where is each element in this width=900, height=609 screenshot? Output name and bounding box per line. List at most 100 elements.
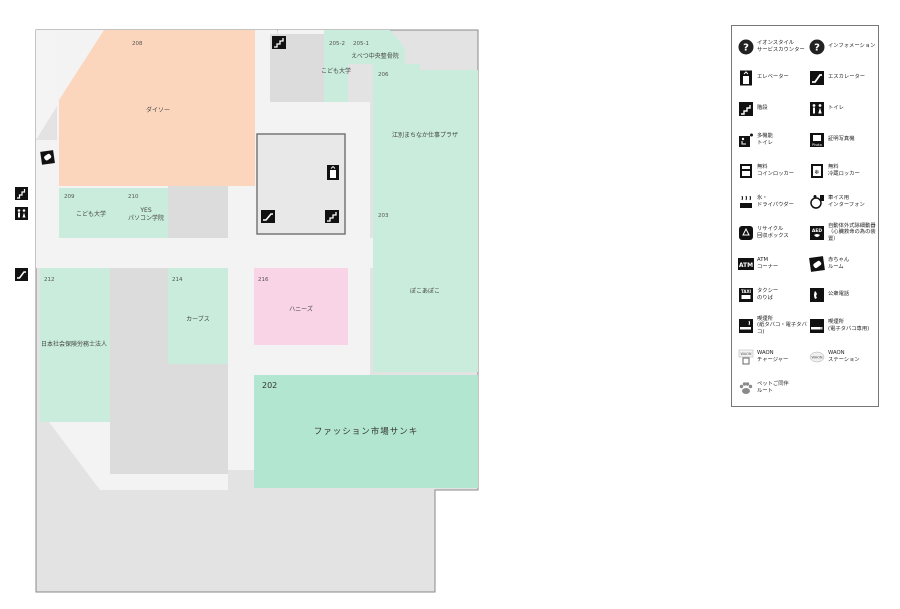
shop-number: 203 <box>378 213 389 219</box>
legend-item-taxi: TAXI タクシー のりば <box>738 280 809 309</box>
shop-205-1[interactable] <box>348 30 405 64</box>
legend-label: 無料 コインロッカー <box>757 164 795 177</box>
stairs-icon[interactable] <box>325 210 339 223</box>
shop-name: ぽこあぽこ <box>410 287 440 295</box>
svg-text:WAON: WAON <box>812 355 823 359</box>
legend-item-photo-booth: Photo 証明写真機 <box>809 125 880 154</box>
legend-label: エスカレーター <box>828 74 866 81</box>
wheelchair-interphone-icon <box>809 194 825 210</box>
legend-item-information: ? インフォメーション <box>809 32 880 61</box>
shop-name: ハニーズ <box>289 305 313 313</box>
shop-name: えべつ中央整骨院 <box>351 52 399 60</box>
shop-number: 209 <box>64 194 75 200</box>
multipurpose-toilet-icon <box>738 132 754 148</box>
legend-item-public-phone: 公衆電話 <box>809 280 880 309</box>
legend-item-waon-charger: WAON WAON チャージャー <box>738 342 809 371</box>
shop-210[interactable] <box>123 188 168 238</box>
legend-item-info-counter: ? イオンスタイル サービスカウンター <box>738 32 809 61</box>
waon-charger-icon: WAON <box>738 349 754 365</box>
legend-item-smoking-area: 喫煙所 (紙タバコ・電子タバコ) <box>738 311 809 340</box>
legend-item-cold-locker: ❄ 無料 冷蔵ロッカー <box>809 156 880 185</box>
legend-label: WAON チャージャー <box>757 350 789 363</box>
shop-205-2[interactable] <box>324 30 348 102</box>
escalator-icon[interactable] <box>15 268 28 281</box>
legend-label: 証明写真機 <box>828 136 855 143</box>
shop-name: こども大学 <box>321 67 351 75</box>
restroom-icon <box>809 101 825 117</box>
legend-label: 喫煙所 (紙タバコ・電子タバコ) <box>757 315 807 335</box>
shop-212[interactable] <box>40 268 110 422</box>
legend-item-coin-locker: 無料 コインロッカー <box>738 156 809 185</box>
svg-text:TAXI: TAXI <box>741 289 752 294</box>
svg-text:ATM: ATM <box>739 262 753 269</box>
legend-item-e-smoking-area: 喫煙所 (電子タバコ専用) <box>809 311 880 340</box>
shop-number: 212 <box>44 277 55 283</box>
legend-item-restroom: トイレ <box>809 94 880 123</box>
shop-name: こども大学 <box>76 210 106 218</box>
waon-station-icon: WAON <box>809 349 825 365</box>
shop-214[interactable] <box>168 268 228 364</box>
floor-map: 208 205-2 205-1 206 209 210 203 212 214 … <box>15 29 479 593</box>
shop-name: YES <box>139 207 151 214</box>
legend-panel: ? イオンスタイル サービスカウンター? インフォメーションエレベーター エスカレータ… <box>731 25 879 407</box>
legend-label: 自動体外式除細動器 （心臓救命の為の装置） <box>828 222 876 242</box>
shop-203[interactable] <box>373 206 478 372</box>
shop-202[interactable] <box>254 375 478 488</box>
escalator-icon[interactable] <box>261 210 275 223</box>
legend-label: WAON ステーション <box>828 350 860 363</box>
legend-label: トイレ <box>828 105 844 112</box>
legend-item-escalator: エスカレーター <box>809 63 880 92</box>
shop-208[interactable] <box>59 30 255 186</box>
svg-text:Photo: Photo <box>812 143 822 147</box>
coin-locker-icon <box>738 163 754 179</box>
elevator-icon[interactable] <box>327 165 339 180</box>
shop-number: 210 <box>128 194 139 200</box>
shop-name: 江別まちなか仕事プラザ <box>392 131 458 139</box>
baby-room-icon <box>809 255 825 272</box>
shop-name: パソコン学院 <box>128 214 164 222</box>
shop-name: 日本社会保険労務士法人 <box>41 340 107 348</box>
legend-label: 赤ちゃん ルーム <box>828 257 850 270</box>
shop-216[interactable] <box>254 268 348 345</box>
shop-number: 205-2 <box>329 41 345 47</box>
stairs-icon[interactable] <box>272 36 286 49</box>
legend-item-pet-route: ペットご同伴 ルート <box>738 373 809 402</box>
legend-label: ATM コーナー <box>757 257 779 270</box>
legend-item-recycle-box: リサイクル 回収ボックス <box>738 218 809 247</box>
legend-item-wheelchair-interphone: 車イス用 インターフォン <box>809 187 880 216</box>
svg-text:?: ? <box>743 42 749 53</box>
aed-icon: AED <box>809 225 825 241</box>
hand-dryer-icon <box>738 194 754 210</box>
baby-room-icon[interactable] <box>40 150 55 165</box>
svg-text:?: ? <box>814 42 820 53</box>
restroom-icon[interactable] <box>15 207 28 220</box>
service-blocks <box>110 34 324 474</box>
legend-label: タクシー のりば <box>757 288 779 301</box>
taxi-icon: TAXI <box>738 287 754 303</box>
atm-icon: ATM <box>738 256 754 272</box>
cold-locker-icon: ❄ <box>809 163 825 179</box>
svg-text:AED: AED <box>812 228 823 234</box>
photo-booth-icon: Photo <box>809 132 825 148</box>
e-smoking-area-icon <box>809 318 825 334</box>
shop-number: 202 <box>262 381 277 390</box>
recycle-box-icon <box>738 225 754 241</box>
legend-label: ペットご同伴 ルート <box>757 381 789 394</box>
shop-206[interactable] <box>373 64 478 206</box>
svg-text:❄: ❄ <box>814 169 819 176</box>
legend-label: 喫煙所 (電子タバコ専用) <box>828 319 870 332</box>
legend-label: 多機能 トイレ <box>757 133 773 146</box>
svg-text:WAON: WAON <box>741 352 752 356</box>
shop-number: 206 <box>378 72 389 78</box>
legend-label: イオンスタイル サービスカウンター <box>757 40 805 53</box>
legend-label: 公衆電話 <box>828 291 850 298</box>
legend-label: 無料 冷蔵ロッカー <box>828 164 860 177</box>
shop-name: カーブス <box>186 315 210 323</box>
shop-209[interactable] <box>59 188 123 238</box>
legend-item-stairs: 階段 <box>738 94 809 123</box>
legend-label: インフォメーション <box>828 43 876 50</box>
smoking-area-icon <box>738 318 754 334</box>
information-icon: ? <box>809 39 825 55</box>
legend-item-elevator: エレベーター <box>738 63 809 92</box>
stairs-icon[interactable] <box>15 187 28 200</box>
